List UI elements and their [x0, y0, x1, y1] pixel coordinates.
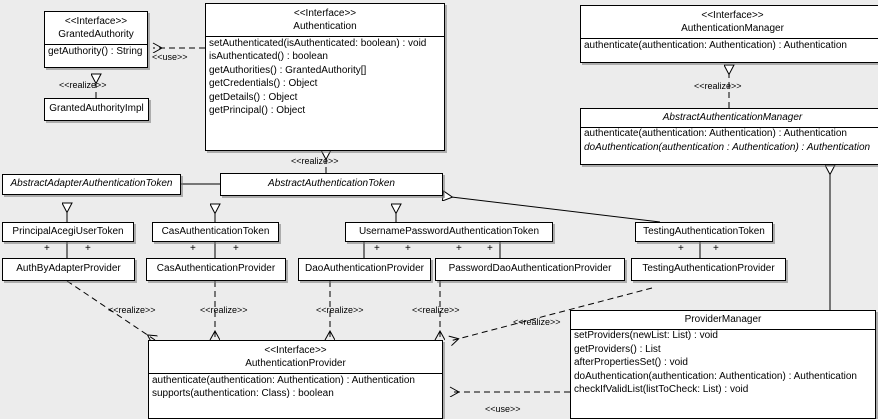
operation: afterPropertiesSet() : void — [574, 357, 688, 368]
operation: getProviders() : List — [574, 343, 661, 355]
class-abstract-authentication-manager[interactable]: AbstractAuthenticationManager authentica… — [580, 108, 878, 165]
testing-authentication-provider-name: TestingAuthenticationProvider — [642, 263, 775, 275]
operation: authenticate(authentication: Authenticat… — [584, 39, 847, 51]
class-authentication-manager[interactable]: <<Interface>> AuthenticationManager auth… — [580, 5, 878, 63]
operation: doAuthentication(authentication : Authen… — [584, 141, 871, 153]
abstract-authentication-token-name: AbstractAuthenticationToken — [268, 178, 395, 190]
granted-authority-impl-name: GrantedAuthorityImpl — [49, 103, 144, 115]
assoc-marker-plus: + — [405, 243, 411, 254]
class-testing-authentication-provider[interactable]: TestingAuthenticationProvider — [631, 258, 786, 281]
abstract-authentication-manager-name: AbstractAuthenticationManager — [662, 112, 803, 123]
cas-authentication-token-name: CasAuthenticationToken — [161, 225, 270, 237]
edge-label-realize-abstract-authentication-manager: <<realize>> — [694, 81, 742, 91]
class-username-password-authentication-token[interactable]: UsernamePasswordAuthenticationToken — [345, 222, 553, 242]
granted-authority-stereotype: <<Interface>> — [64, 16, 128, 27]
assoc-marker-plus: + — [233, 243, 239, 254]
abstract-adapter-authentication-token-name: AbstractAdapterAuthenticationToken — [10, 178, 173, 190]
assoc-marker-plus: + — [678, 243, 684, 254]
class-authentication-provider[interactable]: <<Interface>> AuthenticationProvider aut… — [148, 340, 443, 419]
assoc-marker-plus: + — [85, 243, 91, 254]
authentication-stereotype: <<Interface>> — [293, 8, 357, 19]
edge-label-realize-testing: <<realize>> — [513, 317, 561, 327]
granted-authority-operations: getAuthority() : String — [45, 44, 147, 59]
operation: getAuthority() : String — [48, 45, 143, 57]
operation: setAuthenticated(isAuthenticated: boolea… — [209, 37, 427, 49]
password-dao-authentication-provider-name: PasswordDaoAuthenticationProvider — [448, 263, 612, 275]
class-principal-acegi-user-token[interactable]: PrincipalAcegiUserToken — [2, 222, 134, 242]
class-abstract-authentication-token[interactable]: AbstractAuthenticationToken — [220, 173, 443, 196]
operation: getAuthorities() : GrantedAuthority[] — [209, 64, 367, 76]
authentication-provider-stereotype: <<Interface>> — [264, 345, 327, 356]
operation: supports(authentication: Class) : boolea… — [152, 388, 334, 399]
operation: getDetails() : Object — [209, 91, 298, 103]
operation: doAuthentication(authentication: Authent… — [574, 370, 857, 382]
class-testing-authentication-token[interactable]: TestingAuthenticationToken — [635, 222, 773, 242]
granted-authority-name: GrantedAuthority — [58, 28, 134, 40]
class-password-dao-authentication-provider[interactable]: PasswordDaoAuthenticationProvider — [435, 258, 625, 281]
class-provider-manager[interactable]: ProviderManager setProviders(newList: Li… — [570, 310, 876, 419]
testing-authentication-token-name: TestingAuthenticationToken — [643, 225, 765, 237]
assoc-marker-plus: + — [44, 243, 50, 254]
authentication-manager-stereotype: <<Interface>> — [701, 10, 764, 21]
class-granted-authority[interactable]: <<Interface>> GrantedAuthority getAuthor… — [44, 11, 148, 68]
authentication-name: Authentication — [293, 20, 357, 32]
edge-label-realize-abstract-authentication-token: <<realize>> — [291, 156, 339, 166]
assoc-marker-plus: + — [713, 243, 719, 254]
class-abstract-adapter-authentication-token[interactable]: AbstractAdapterAuthenticationToken — [2, 174, 181, 195]
operation: setProviders(newList: List) : void — [574, 330, 718, 341]
operation: getCredentials() : Object — [209, 78, 318, 89]
auth-by-adapter-provider-name: AuthByAdapterProvider — [16, 263, 121, 275]
username-password-authentication-token-name: UsernamePasswordAuthenticationToken — [358, 225, 540, 237]
operation: getPrincipal() : Object — [209, 105, 306, 116]
class-authentication[interactable]: <<Interface>> Authentication setAuthenti… — [205, 3, 445, 151]
edge-label-realize-cas: <<realize>> — [200, 305, 248, 315]
edge-label-realize-password-dao: <<realize>> — [412, 305, 460, 315]
authentication-provider-operations: authenticate(authentication: Authenticat… — [149, 373, 442, 401]
abstract-authentication-manager-operations: authenticate(authentication: Authenticat… — [581, 126, 878, 155]
class-cas-authentication-provider[interactable]: CasAuthenticationProvider — [146, 258, 286, 281]
authentication-operations: setAuthenticated(isAuthenticated: boolea… — [206, 36, 444, 118]
operation: checkIfValidList(listToCheck: List) : vo… — [574, 384, 749, 395]
edge-label-realize-auth-by-adapter: <<realize>> — [108, 305, 156, 315]
provider-manager-operations: setProviders(newList: List) : void getPr… — [571, 328, 875, 398]
authentication-manager-operations: authenticate(authentication: Authenticat… — [581, 38, 878, 53]
class-granted-authority-impl[interactable]: GrantedAuthorityImpl — [44, 98, 149, 121]
cas-authentication-provider-name: CasAuthenticationProvider — [156, 263, 276, 275]
class-cas-authentication-token[interactable]: CasAuthenticationToken — [152, 222, 279, 242]
assoc-marker-plus: + — [190, 243, 196, 254]
operation: authenticate(authentication: Authenticat… — [584, 128, 847, 139]
class-dao-authentication-provider[interactable]: DaoAuthenticationProvider — [298, 258, 431, 281]
edge-label-use-authentication-grantedauthority: <<use>> — [152, 52, 188, 62]
edge-label-realize-dao: <<realize>> — [316, 305, 364, 315]
operation: isAuthenticated() : boolean — [209, 51, 328, 62]
operation: authenticate(authentication: Authenticat… — [152, 374, 415, 386]
assoc-marker-plus: + — [374, 243, 380, 254]
authentication-provider-name: AuthenticationProvider — [245, 357, 346, 369]
edge-label-realize-granted-authority-impl: <<realize>> — [59, 80, 107, 90]
assoc-marker-plus: + — [456, 243, 462, 254]
authentication-manager-name: AuthenticationManager — [681, 22, 784, 34]
provider-manager-name: ProviderManager — [684, 314, 762, 325]
assoc-marker-plus: + — [487, 243, 493, 254]
dao-authentication-provider-name: DaoAuthenticationProvider — [305, 263, 424, 275]
principal-acegi-user-token-name: PrincipalAcegiUserToken — [12, 225, 124, 237]
class-auth-by-adapter-provider[interactable]: AuthByAdapterProvider — [2, 258, 135, 281]
edge-label-use-provider-manager: <<use>> — [485, 404, 521, 414]
